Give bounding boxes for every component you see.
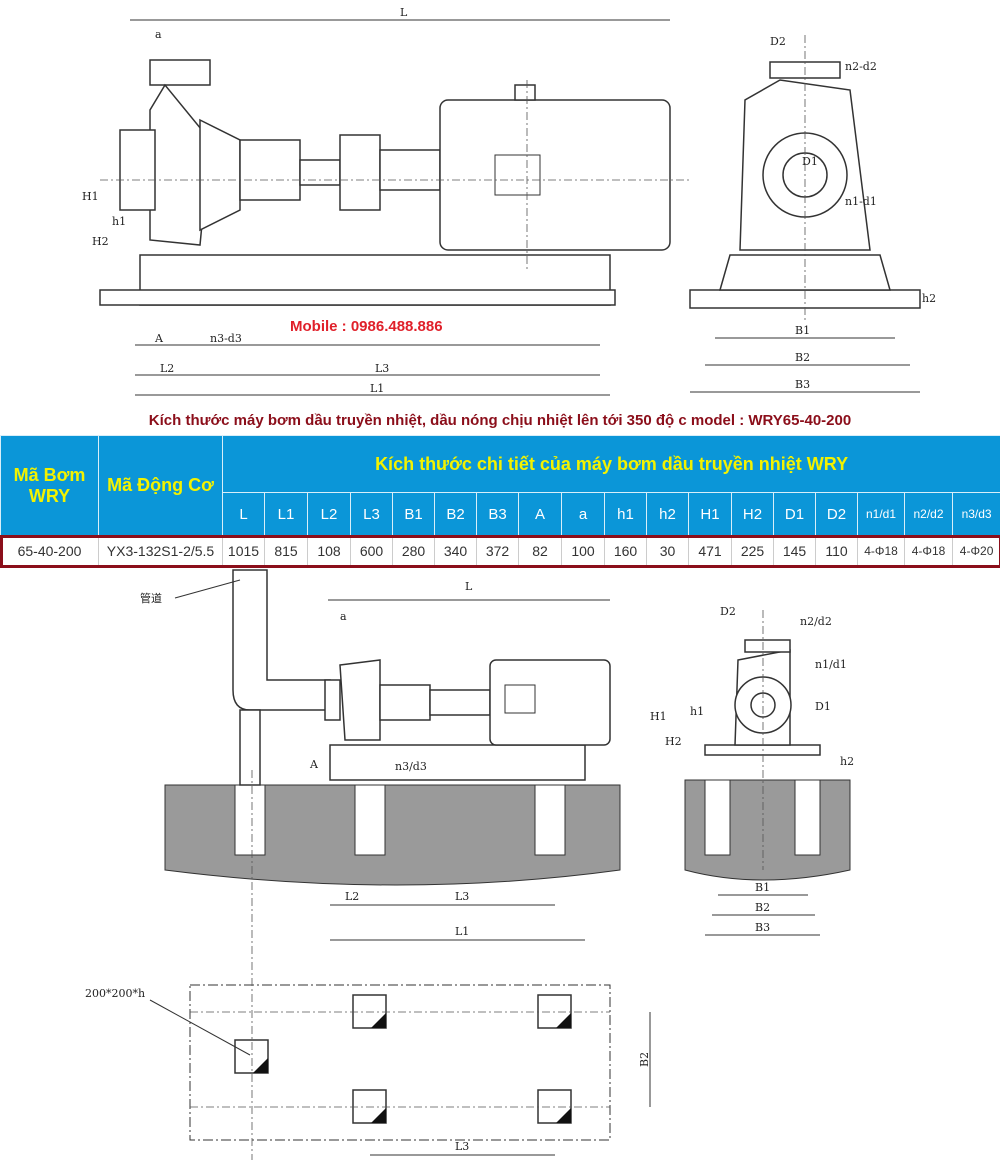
cell-n3-d3: 4-Φ20 <box>951 535 1000 567</box>
dim-n1d1-bottom: n1/d1 <box>815 658 847 671</box>
cell-h2: 30 <box>646 535 689 567</box>
cell-L: 1015 <box>222 535 265 567</box>
dim-n1d1: n1-d1 <box>845 195 877 208</box>
foundation-plan: 200*200*h B2 L3 <box>85 770 651 1160</box>
cell-L3: 600 <box>350 535 393 567</box>
col-header-H2: H2 <box>731 492 774 536</box>
dim-a-bottom: a <box>340 610 347 623</box>
col-header-L2: L2 <box>307 492 351 536</box>
dim-L: L <box>400 6 408 19</box>
dim-n2d2: n2-d2 <box>845 60 877 73</box>
col-header-H1: H1 <box>688 492 732 536</box>
cell-B3: 372 <box>476 535 519 567</box>
dim-H1-bottom: H1 <box>650 710 667 723</box>
col-header-n3-d3: n3/d3 <box>951 492 1000 536</box>
col-header-motor-code: Mã Động Cơ <box>98 435 223 536</box>
cell-pump-code: 65-40-200 <box>0 535 99 567</box>
dim-h2: h2 <box>922 292 936 305</box>
col-header-n1-d1: n1/d1 <box>857 492 905 536</box>
col-header-L1: L1 <box>264 492 308 536</box>
dim-L-bottom: L <box>465 580 473 593</box>
dim-L2-bottom: L2 <box>345 890 359 903</box>
dim-h1: h1 <box>112 215 126 228</box>
col-header-D1: D1 <box>773 492 816 536</box>
plan-dim-B2: B2 <box>638 1052 651 1067</box>
top-end-view: D2 n2-d2 D1 n1-d1 h2 B1 B2 B3 <box>689 35 936 393</box>
dim-L3: L3 <box>375 362 389 375</box>
dim-n3d3: n3-d3 <box>210 332 242 345</box>
cell-D1: 145 <box>773 535 816 567</box>
dim-B1: B1 <box>795 324 810 337</box>
col-header-B2: B2 <box>434 492 477 536</box>
dim-L1-bottom: L1 <box>455 925 469 938</box>
col-header-A: A <box>518 492 562 536</box>
col-header-a: a <box>561 492 605 536</box>
dim-a: a <box>155 28 162 41</box>
cell-L2: 108 <box>307 535 351 567</box>
dim-A-bottom: A <box>309 758 319 771</box>
dim-D2-bottom: D2 <box>720 605 736 618</box>
cell-B2: 340 <box>434 535 477 567</box>
col-header-L3: L3 <box>350 492 393 536</box>
dim-D2: D2 <box>770 35 786 48</box>
table-caption: Kích thước máy bơm dầu truyền nhiệt, dầu… <box>148 412 852 429</box>
dim-H1: H1 <box>82 190 99 203</box>
col-header-h2: h2 <box>646 492 689 536</box>
dim-H2: H2 <box>92 235 109 248</box>
cell-A: 82 <box>518 535 562 567</box>
dim-L3-bottom: L3 <box>455 890 469 903</box>
col-header-D2: D2 <box>815 492 858 536</box>
col-header-B1: B1 <box>392 492 435 536</box>
col-header-dimensions: Kích thước chi tiết của máy bơm dầu truy… <box>221 435 1000 493</box>
cell-h1: 160 <box>604 535 647 567</box>
pipe-label: 管道 <box>140 591 162 605</box>
cell-n2-d2: 4-Φ18 <box>904 535 953 567</box>
dim-n2d2-bottom: n2/d2 <box>800 615 832 628</box>
col-header-L: L <box>222 492 265 536</box>
mobile-contact: Mobile : 0986.488.886 <box>290 318 443 335</box>
dim-h1-bottom: h1 <box>690 705 704 718</box>
cell-motor-code: YX3-132S1-2/5.5 <box>98 535 223 567</box>
dim-H2-bottom: H2 <box>665 735 682 748</box>
plan-dim-L3: L3 <box>455 1140 469 1153</box>
dim-D1: D1 <box>802 155 818 168</box>
dim-B3-bottom: B3 <box>755 921 770 934</box>
dim-A: A <box>154 332 164 345</box>
dim-n3d3-bottom: n3/d3 <box>395 760 427 773</box>
dim-B2: B2 <box>795 351 810 364</box>
cell-D2: 110 <box>815 535 858 567</box>
foundation-hole-label: 200*200*h <box>85 987 145 1000</box>
dim-h2-bottom: h2 <box>840 755 854 768</box>
col-header-pump-code: Mã Bơm WRY <box>0 435 99 536</box>
dim-B2-bottom: B2 <box>755 901 770 914</box>
dimension-table: Mã Bơm WRY Mã Động Cơ Kích thước chi tiế… <box>0 435 1000 568</box>
installation-view: L a 管道 A n3/d3 L2 L3 L1 D2 n2/d2 n1/d1 D… <box>140 569 854 941</box>
cell-H1: 471 <box>688 535 732 567</box>
dim-B1-bottom: B1 <box>755 881 770 894</box>
dim-L1: L1 <box>370 382 384 395</box>
dim-D1-bottom: D1 <box>815 700 831 713</box>
cell-H2: 225 <box>731 535 774 567</box>
cell-a: 100 <box>561 535 605 567</box>
col-header-n2-d2: n2/d2 <box>904 492 953 536</box>
col-header-B3: B3 <box>476 492 519 536</box>
dim-B3: B3 <box>795 378 810 391</box>
cell-n1-d1: 4-Φ18 <box>857 535 905 567</box>
top-side-view: L a H1 H2 h1 A n3-d3 L2 L3 L1 <box>82 6 690 396</box>
cell-B1: 280 <box>392 535 435 567</box>
cell-L1: 815 <box>264 535 308 567</box>
col-header-h1: h1 <box>604 492 647 536</box>
dim-L2: L2 <box>160 362 174 375</box>
